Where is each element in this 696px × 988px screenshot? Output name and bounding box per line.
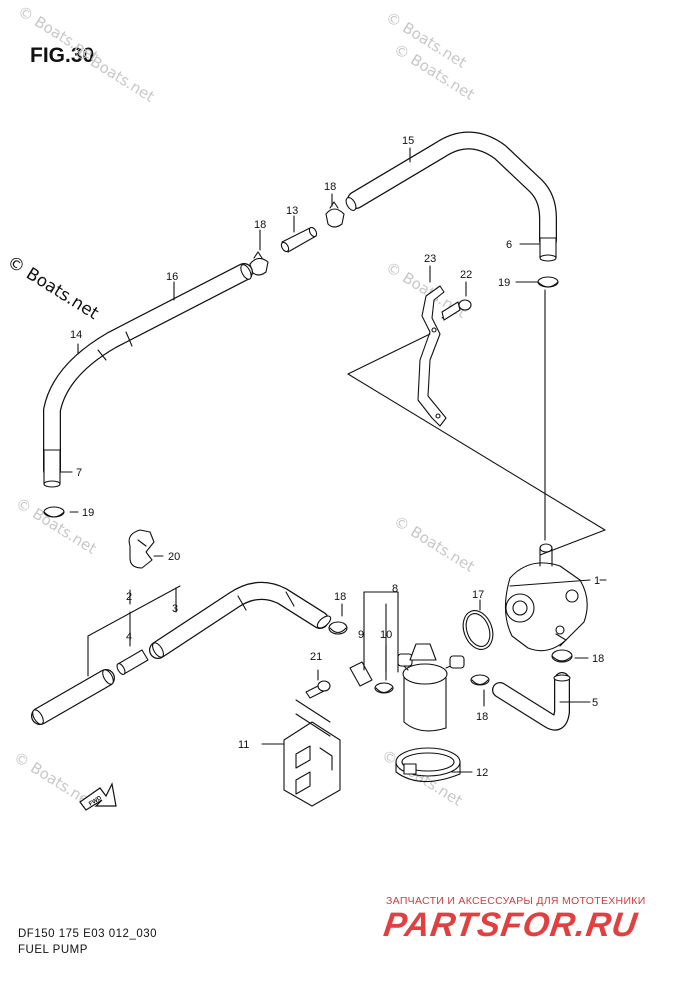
bolt-21[interactable]: [305, 680, 331, 699]
callout-8: 8: [392, 583, 398, 595]
fwd-arrow-icon: FWD: [79, 782, 117, 811]
callout-14: 14: [70, 329, 82, 341]
hose-lower-left[interactable]: [31, 668, 116, 726]
clip-19-lower[interactable]: [43, 506, 65, 518]
clip-10[interactable]: [374, 682, 394, 694]
callout-11: 11: [238, 739, 249, 751]
callout-18: 18: [476, 711, 488, 723]
callout-9: 9: [358, 629, 364, 641]
bracket-23[interactable]: [417, 285, 447, 427]
callout-21: 21: [310, 651, 322, 663]
figure-title: FIG.30: [30, 44, 95, 67]
clip-18-lower[interactable]: [470, 674, 490, 686]
callout-3: 3: [172, 603, 178, 615]
hose-5[interactable]: [492, 672, 571, 731]
callout-20: 20: [168, 551, 180, 563]
figure-name: FUEL PUMP: [18, 944, 88, 956]
rubber-9[interactable]: [349, 661, 373, 687]
clip-18-left[interactable]: [249, 251, 269, 276]
callout-18: 18: [334, 591, 346, 603]
callout-2: 2: [126, 591, 132, 603]
callout-5: 5: [592, 697, 598, 709]
brand-logo[interactable]: PARTSFOR.RU: [381, 906, 641, 944]
connector-13[interactable]: [280, 226, 318, 253]
brand-tagline: ЗАПЧАСТИ И АКСЕССУАРЫ ДЛЯ МОТОТЕХНИКИ: [386, 895, 646, 907]
callout-1: 1: [594, 575, 600, 587]
callout-19: 19: [498, 277, 510, 289]
clip-18-middle[interactable]: [328, 621, 348, 635]
clip-18-upper[interactable]: [325, 201, 345, 228]
callout-18: 18: [324, 181, 336, 193]
clip-19-upper[interactable]: [537, 276, 559, 288]
callout-12: 12: [476, 767, 488, 779]
callout-22: 22: [460, 269, 472, 281]
clip-18-right[interactable]: [551, 649, 573, 663]
bolt-22[interactable]: [441, 299, 472, 321]
hose-15[interactable]: [344, 131, 557, 262]
clamp-20[interactable]: [128, 529, 155, 569]
callout-13: 13: [286, 205, 298, 217]
fuel-filter-8[interactable]: [397, 643, 465, 732]
callout-10: 10: [380, 629, 392, 641]
figure-code: DF150 175 E03 012_030: [18, 928, 158, 940]
callout-18: 18: [254, 219, 266, 231]
callout-15: 15: [402, 135, 414, 147]
fuel-pump-1[interactable]: [504, 543, 588, 652]
bracket-11[interactable]: [283, 721, 341, 807]
callout-6: 6: [506, 239, 512, 251]
callout-16: 16: [166, 271, 178, 283]
clamp-12[interactable]: [395, 747, 461, 783]
connector-4[interactable]: [115, 649, 149, 676]
hose-2-3[interactable]: [149, 581, 332, 659]
callout-7: 7: [76, 467, 82, 479]
hose-14-16[interactable]: [43, 263, 253, 488]
callout-23: 23: [424, 253, 436, 265]
callout-18: 18: [592, 653, 604, 665]
callout-19: 19: [82, 507, 94, 519]
callout-17: 17: [472, 589, 484, 601]
callout-4: 4: [126, 631, 132, 643]
o-ring-17[interactable]: [458, 606, 498, 653]
